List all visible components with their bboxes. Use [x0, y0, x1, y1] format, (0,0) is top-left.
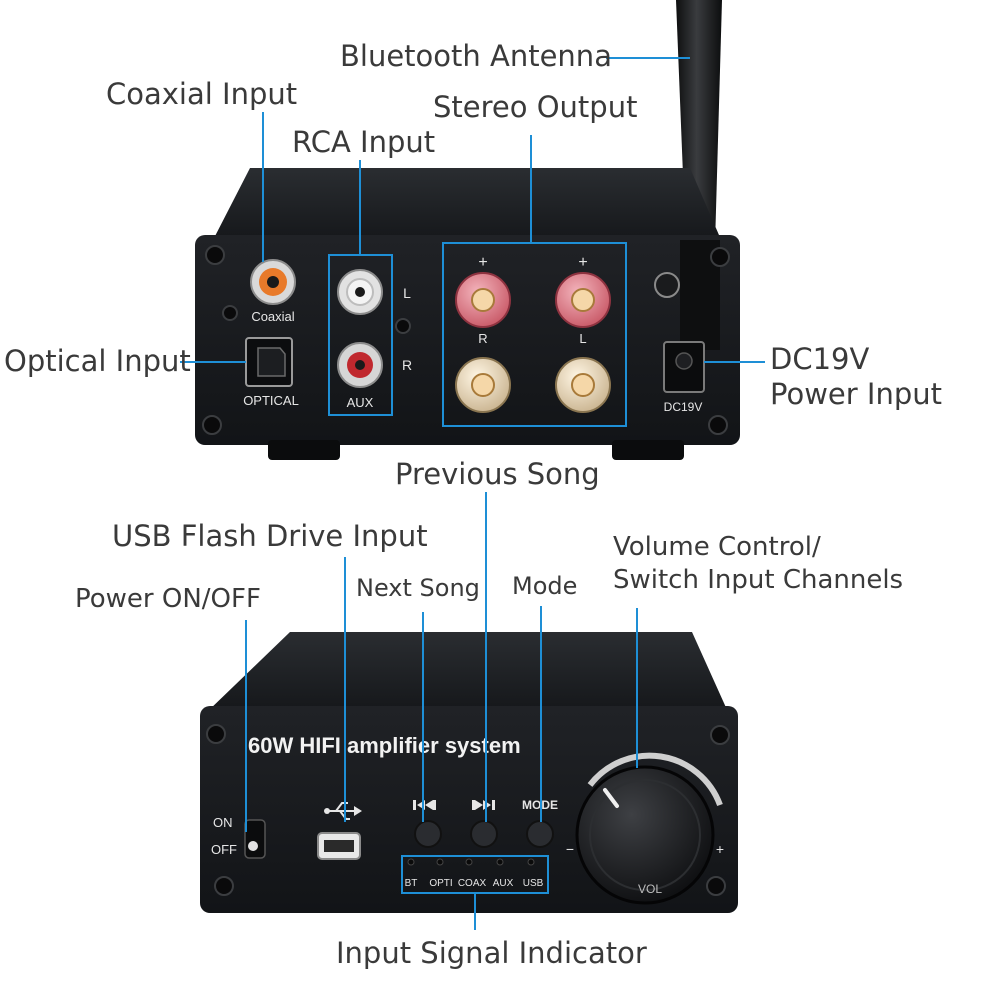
- indicator-label-bt: BT: [405, 878, 418, 889]
- volume-arc: [587, 752, 723, 807]
- terminal-l-label: L: [579, 331, 586, 346]
- speaker-terminals: [455, 272, 611, 413]
- rca-right-hole: [355, 360, 365, 370]
- terminal-plus-label: +: [478, 254, 487, 271]
- volume-pointer: [603, 788, 619, 808]
- coaxial-label: Coaxial: [251, 309, 294, 324]
- terminal-r-label: R: [478, 331, 487, 346]
- power-switch[interactable]: [244, 819, 266, 859]
- terminal-post: [571, 288, 595, 312]
- volume-knob-ring: [589, 779, 701, 891]
- callout-bluetooth-antenna: Bluetooth Antenna: [340, 39, 612, 73]
- callout-dc-power-line2: Power Input: [770, 377, 942, 411]
- callout-rca-input: RCA Input: [292, 125, 436, 159]
- callout-dc-power-line1: DC19V: [770, 342, 870, 376]
- callout-previous-song: Previous Song: [395, 457, 600, 491]
- back-foot: [268, 440, 340, 460]
- callout-power-on-off: Power ON/OFF: [75, 584, 261, 614]
- optical-label: OPTICAL: [243, 393, 299, 408]
- next-song-button[interactable]: [414, 820, 442, 848]
- indicator-label-opti: OPTI: [429, 878, 452, 889]
- usb-icon: [324, 802, 362, 820]
- front-title: 60W HIFI amplifier system: [248, 733, 521, 758]
- callout-usb-flash-drive-input: USB Flash Drive Input: [112, 519, 428, 553]
- callout-optical-input: Optical Input: [4, 344, 191, 378]
- aux-label: AUX: [347, 395, 374, 410]
- terminal-plus-label: +: [578, 254, 587, 271]
- terminal-post: [471, 373, 495, 397]
- previous-song-button[interactable]: [470, 820, 498, 848]
- volume-label: VOL: [638, 882, 662, 896]
- callout-volume-line1: Volume Control/: [613, 532, 821, 562]
- back-chassis-top: [212, 168, 722, 242]
- on-label: ON: [213, 815, 233, 830]
- callout-mode: Mode: [512, 572, 578, 600]
- rca-r-label: R: [402, 357, 412, 373]
- front-chassis-top: [207, 632, 728, 712]
- back-foot: [612, 440, 684, 460]
- callout-next-song: Next Song: [356, 574, 480, 602]
- terminal-post: [471, 288, 495, 312]
- off-label: OFF: [211, 842, 237, 857]
- volume-minus-label: −: [566, 841, 574, 857]
- antenna-jack: [654, 272, 680, 298]
- indicator-label-aux: AUX: [493, 878, 514, 889]
- front-screws: [206, 724, 730, 896]
- callout-stereo-output: Stereo Output: [433, 90, 638, 124]
- callout-input-signal-indicator: Input Signal Indicator: [336, 936, 647, 970]
- callout-coaxial-input: Coaxial Input: [106, 77, 298, 111]
- optical-port-shutter: [257, 347, 286, 377]
- rca-left-hole: [355, 287, 365, 297]
- dc-jack-hole: [675, 352, 693, 370]
- mode-button[interactable]: [526, 820, 554, 848]
- coaxial-jack-hole: [267, 276, 279, 288]
- volume-plus-label: +: [716, 841, 724, 857]
- dc-label: DC19V: [664, 400, 703, 414]
- terminal-post: [571, 373, 595, 397]
- callout-volume-line2: Switch Input Channels: [613, 565, 904, 595]
- indicator-label-usb: USB: [523, 878, 544, 889]
- callout-lines: [180, 57, 765, 930]
- power-switch-lever: [248, 841, 258, 851]
- usb-port-slot: [324, 840, 354, 852]
- back-screws: [202, 245, 730, 435]
- indicator-label-coax: COAX: [458, 878, 487, 889]
- rca-l-label: L: [403, 285, 411, 301]
- indicator-leds: [407, 858, 535, 866]
